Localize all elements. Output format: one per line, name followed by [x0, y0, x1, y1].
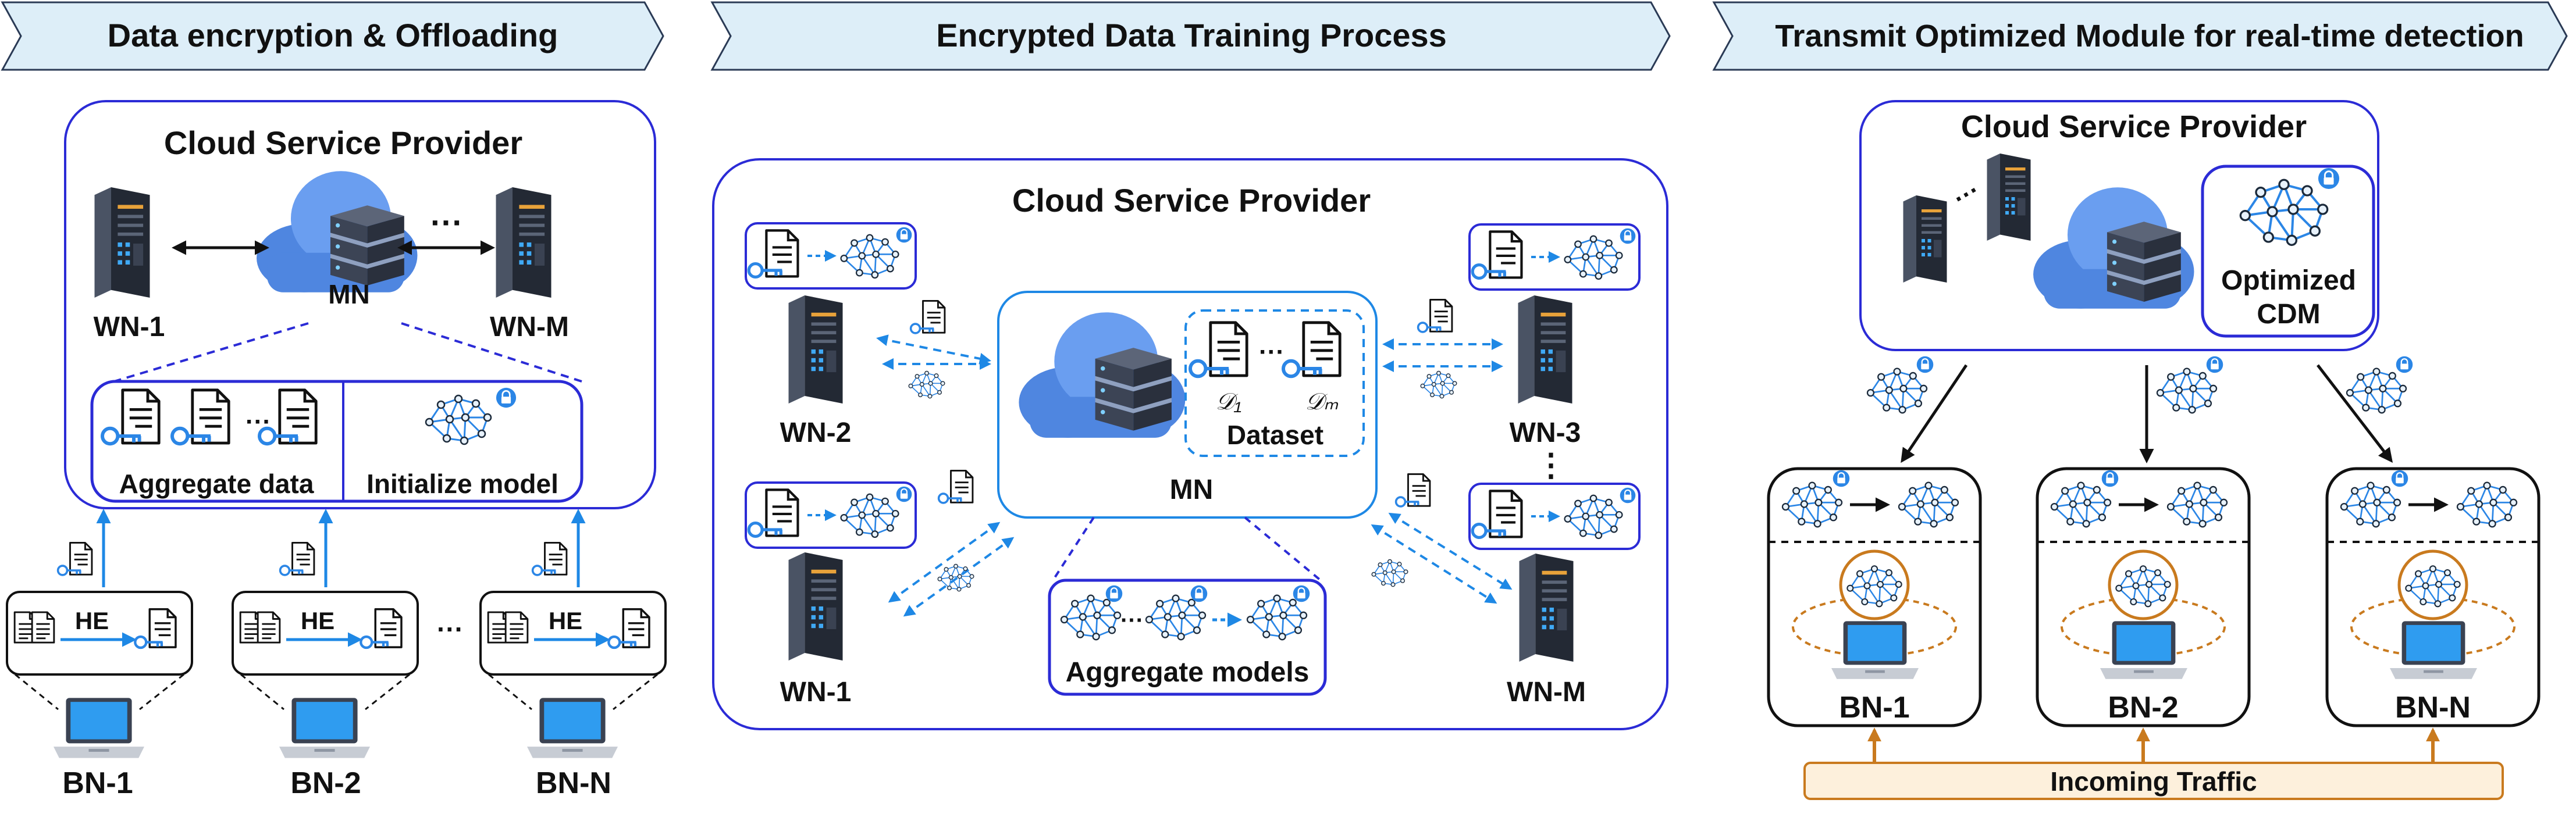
ellipsis: ···	[437, 614, 464, 644]
csp-title-2: Cloud Service Provider	[1012, 182, 1371, 219]
initialize-model-label: Initialize model	[367, 469, 558, 499]
neural-network-icon	[2156, 367, 2218, 414]
server-icon	[788, 552, 843, 661]
laptop-icon	[1831, 621, 1919, 679]
vertical-dots: ⋮	[1535, 448, 1567, 483]
ellipsis: ···	[430, 204, 463, 241]
worker-status-box	[745, 222, 917, 290]
worker-label: WN-1	[94, 312, 165, 342]
dataset-d1-label: 𝒟₁	[1216, 389, 1242, 415]
neural-network-icon	[2346, 367, 2407, 414]
node-label: BN-2	[290, 766, 361, 800]
server-icon	[1518, 295, 1572, 404]
lock-icon	[1916, 356, 1934, 373]
worker-status-box	[1468, 223, 1641, 291]
worker-status-box	[1468, 483, 1641, 550]
header-panel-2: Encrypted Data Training Process	[710, 1, 1671, 71]
header-panel-3-text: Transmit Optimized Module for real-time …	[1775, 19, 2524, 53]
lock-icon	[2206, 356, 2223, 373]
lock-icon	[496, 387, 517, 408]
optimized-cdm-box	[2201, 165, 2375, 338]
lock-icon	[1833, 470, 1850, 487]
he-label: HE	[549, 607, 582, 634]
server-icon	[1987, 154, 2031, 241]
incoming-traffic-bar	[1803, 762, 2504, 800]
worker-status-box	[745, 481, 917, 549]
node-label: BN-N	[536, 766, 611, 800]
neural-network-icon	[1866, 367, 1928, 414]
optimized-label: Optimized	[2221, 265, 2356, 296]
aggregate-data-label: Aggregate data	[119, 469, 314, 499]
he-box: HE	[6, 591, 193, 676]
worker-label: WN-1	[780, 677, 852, 708]
cdm-label: CDM	[2257, 299, 2320, 330]
lock-icon	[2101, 470, 2119, 487]
encrypted-document-icon	[56, 541, 93, 576]
node-label: BN-2	[2108, 691, 2178, 724]
header-panel-2-text: Encrypted Data Training Process	[936, 17, 1447, 53]
lock-icon	[1293, 585, 1310, 602]
server-icon	[1903, 195, 1947, 283]
server-icon	[1519, 554, 1574, 662]
server-icon	[788, 295, 843, 404]
header-panel-3: Transmit Optimized Module for real-time …	[1712, 1, 2568, 71]
document-icon	[31, 611, 55, 644]
he-label: HE	[301, 607, 335, 634]
laptop-icon	[2390, 621, 2477, 679]
lock-icon	[896, 486, 912, 502]
lock-icon	[2318, 167, 2340, 190]
lock-icon	[2396, 356, 2413, 373]
server-icon	[496, 187, 552, 298]
worker-label: WN-2	[780, 417, 852, 448]
worker-label: WN-3	[1510, 417, 1581, 448]
panel-2: Cloud Service Provider MN ··· 𝒟₁ 𝒟ₘ Data…	[712, 158, 1668, 730]
node-label: BN-1	[62, 766, 133, 800]
node-card: BN-N	[2325, 467, 2541, 727]
laptop-icon	[279, 698, 370, 758]
encrypted-document-icon	[279, 541, 315, 576]
csp-title-3: Cloud Service Provider	[1961, 109, 2307, 144]
lock-icon	[896, 227, 912, 243]
ellipsis: ···	[1120, 608, 1144, 633]
aggregate-models-label: Aggregate models	[1066, 657, 1310, 688]
laptop-icon	[54, 698, 144, 758]
server-icon	[94, 187, 150, 298]
document-icon	[257, 611, 281, 644]
lock-icon	[2391, 470, 2408, 487]
aggregate-models-box	[1048, 579, 1327, 696]
node-label: BN-N	[2395, 691, 2471, 724]
dataset-dm-label: 𝒟ₘ	[1305, 389, 1339, 415]
dataset-label: Dataset	[1227, 420, 1323, 450]
node-label: BN-1	[1839, 691, 1909, 724]
lock-icon	[1105, 585, 1123, 602]
node-card: BN-1	[1767, 467, 1982, 727]
main-node-label: MN	[328, 279, 370, 309]
header-panel-1: Data encryption & Offloading	[1, 1, 664, 71]
node-card: BN-2	[2036, 467, 2251, 727]
he-box: HE	[479, 591, 667, 676]
ellipsis: ···	[1259, 338, 1285, 366]
panel-3: Cloud Service Provider ··· Optimized CDM	[1767, 100, 2541, 800]
document-icon	[504, 611, 529, 644]
lock-icon	[1190, 585, 1208, 602]
lock-icon	[1620, 487, 1636, 504]
worker-label: WN-M	[1507, 677, 1586, 708]
he-label: HE	[75, 607, 109, 634]
csp-title-1: Cloud Service Provider	[164, 124, 522, 161]
laptop-icon	[527, 698, 618, 758]
incoming-traffic-label: Incoming Traffic	[2050, 766, 2257, 797]
panel-1: Cloud Service Provider ··· WN-1 MN WN-M …	[6, 100, 667, 800]
lock-icon	[1620, 228, 1636, 244]
header-panel-1-text: Data encryption & Offloading	[108, 17, 558, 53]
laptop-icon	[2100, 621, 2187, 679]
worker-label: WN-M	[490, 312, 569, 342]
he-box: HE	[232, 591, 419, 676]
encrypted-document-icon	[531, 541, 568, 576]
main-node-label: MN	[1170, 474, 1214, 505]
